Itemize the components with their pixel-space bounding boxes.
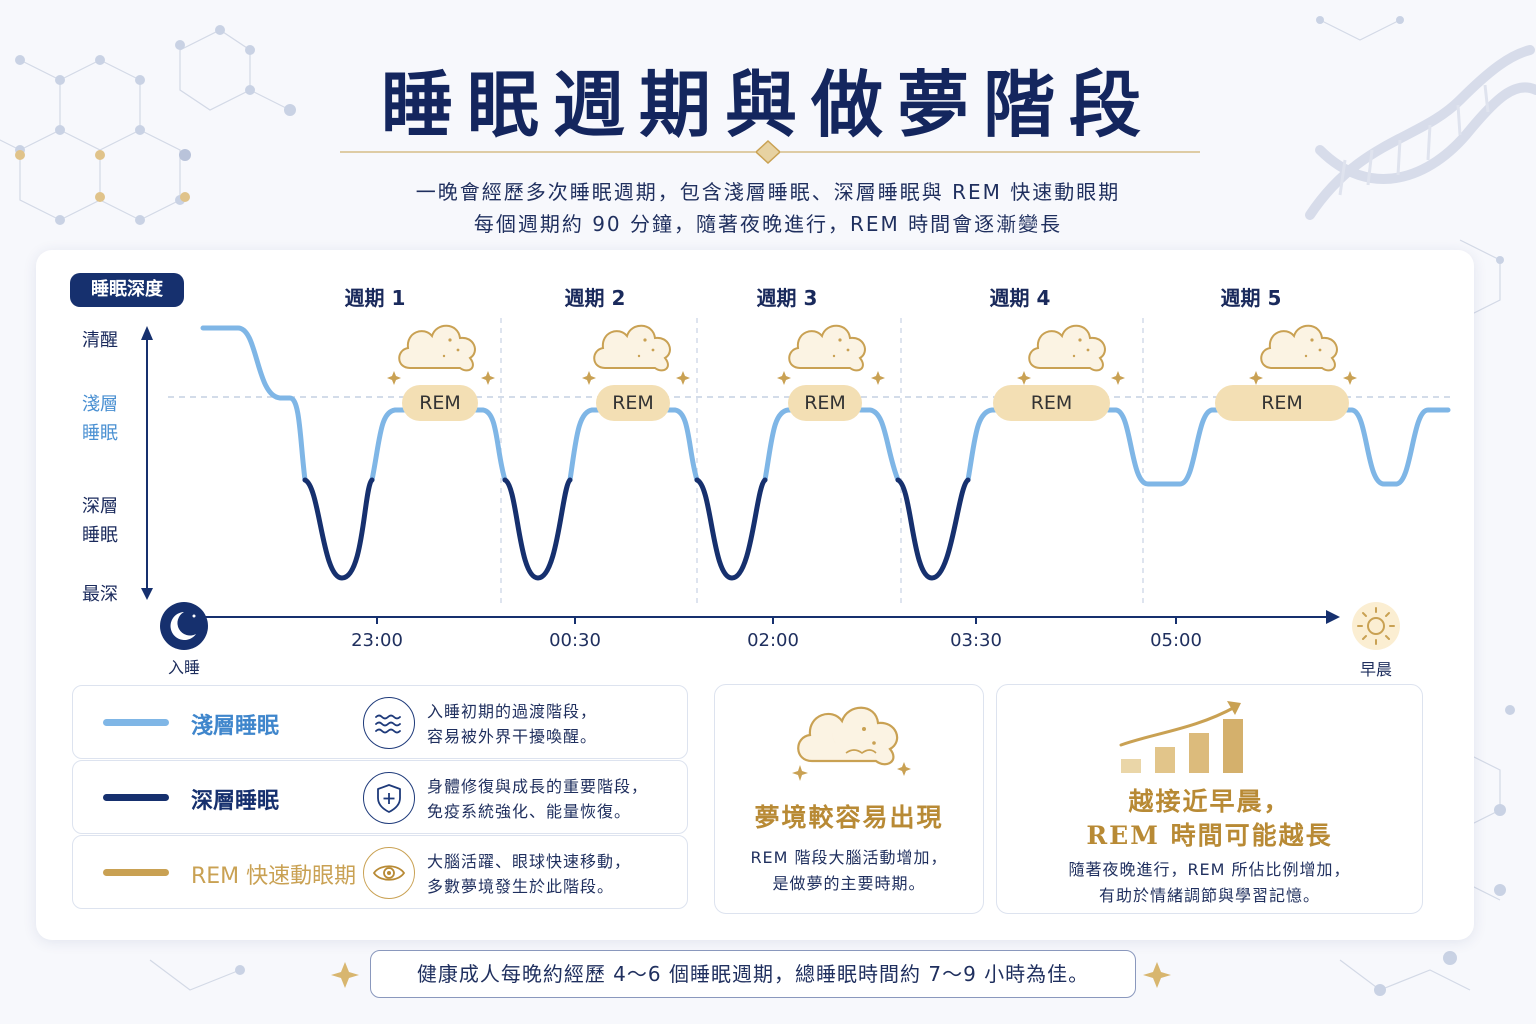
legend-desc: 入睡初期的過渡階段， 容易被外界干擾喚醒。 — [427, 702, 598, 746]
time-label: 05:00 — [1150, 630, 1202, 651]
moon-icon — [160, 602, 208, 650]
light-sleep-segment — [200, 325, 308, 483]
sleep-depth-badge: 睡眠深度 — [70, 273, 184, 307]
legend-name: 淺層睡眠 — [191, 714, 280, 739]
legend-deep-sleep: 深層睡眠 身體修復與成長的重要階段， 免疫系統強化、能量恢復。 — [72, 760, 688, 834]
legend-name: REM 快速動眼期 — [191, 864, 357, 889]
legend-rem: REM 快速動眼期 大腦活躍、眼球快速移動， 多數夢境發生於此階段。 — [72, 835, 688, 909]
y-label-light: 淺層 睡眠 — [82, 394, 118, 444]
cloud-moon-icon — [776, 324, 886, 386]
time-label: 23:00 — [351, 630, 403, 651]
morning-info-card: 越接近早晨， REM 時間可能越長 隨著夜晚進行，REM 所佔比例增加， 有助於… — [996, 684, 1423, 914]
deep-sleep-segment — [502, 477, 573, 581]
rem-pill: REM — [993, 385, 1110, 421]
legend-swatch — [103, 719, 169, 726]
cycle-label: 週期 2 — [564, 286, 626, 310]
waves-icon — [363, 697, 415, 749]
cycle-label: 週期 4 — [989, 286, 1051, 310]
light-sleep-segment — [857, 407, 901, 483]
deep-sleep-segment — [302, 477, 375, 581]
light-sleep-segment — [965, 407, 999, 483]
deep-sleep-segment — [895, 477, 971, 581]
light-sleep-segment — [1343, 407, 1451, 487]
sun-icon — [1352, 602, 1400, 650]
cloud-moon-icon — [792, 706, 911, 781]
y-label-deepest: 最深 — [82, 584, 118, 605]
dream-card-desc: REM 階段大腦活動增加， 是做夢的主要時期。 — [750, 848, 948, 893]
cycle-label: 週期 3 — [756, 286, 818, 310]
legend-desc: 身體修復與成長的重要階段， 免疫系統強化、能量恢復。 — [427, 777, 649, 821]
dream-info-card: 夢境較容易出現 REM 階段大腦活動增加， 是做夢的主要時期。 — [714, 684, 984, 914]
light-sleep-segment — [567, 407, 603, 483]
legend-name: 深層睡眠 — [191, 789, 280, 814]
shield-plus-icon — [363, 772, 415, 824]
cloud-moon-icon — [581, 324, 691, 386]
subtitle-line-2: 每個週期約 90 分鐘，隨著夜晚進行，REM 時間會逐漸變長 — [473, 212, 1063, 236]
time-label: 00:30 — [549, 630, 601, 651]
cloud-moon-icon — [1016, 324, 1126, 386]
subtitle-line-1: 一晚會經歷多次睡眠週期，包含淺層睡眠、深層睡眠與 REM 快速動眼期 — [415, 180, 1121, 204]
rem-pill: REM — [1215, 385, 1349, 421]
morning-card-desc: 隨著夜晚進行，REM 所佔比例增加， 有助於情緒調節與學習記憶。 — [1068, 860, 1351, 905]
cycle-label: 週期 1 — [344, 286, 406, 310]
eye-icon — [363, 847, 415, 899]
legend-swatch — [103, 869, 169, 876]
rem-pill: REM — [788, 385, 862, 421]
cloud-moon-icon — [1248, 324, 1358, 386]
y-label-deep: 深層 睡眠 — [82, 496, 118, 546]
rem-pill: REM — [596, 385, 670, 421]
morning-card-title: 越接近早晨， REM 時間可能越長 — [1086, 787, 1333, 850]
light-sleep-segment — [472, 407, 508, 483]
end-label: 早晨 — [1359, 660, 1392, 679]
legend-light-sleep: 淺層睡眠 入睡初期的過渡階段， 容易被外界干擾喚醒。 — [72, 685, 688, 759]
deep-sleep-segment — [694, 477, 768, 581]
start-label: 入睡 — [167, 658, 200, 677]
page-title: 睡眠週期與做夢階段 — [380, 62, 1155, 147]
dream-card-title: 夢境較容易出現 — [754, 803, 944, 832]
light-sleep-segment — [369, 407, 408, 483]
legend-desc: 大腦活躍、眼球快速移動， 多數夢境發生於此階段。 — [427, 852, 632, 896]
time-label: 03:30 — [950, 630, 1002, 651]
light-sleep-segment — [663, 407, 700, 483]
legend-swatch — [103, 794, 169, 801]
cloud-moon-icon — [386, 324, 496, 386]
light-sleep-segment — [762, 407, 795, 483]
footer-note: 健康成人每晚約經歷 4～6 個睡眠週期，總睡眠時間約 7～9 小時為佳。 — [370, 950, 1136, 998]
cycle-label: 週期 5 — [1220, 286, 1282, 310]
bar-growth-icon — [1119, 701, 1243, 773]
y-label-awake: 清醒 — [82, 330, 118, 351]
time-label: 02:00 — [747, 630, 799, 651]
light-sleep-segment — [1105, 407, 1221, 487]
rem-pill: REM — [402, 385, 478, 421]
